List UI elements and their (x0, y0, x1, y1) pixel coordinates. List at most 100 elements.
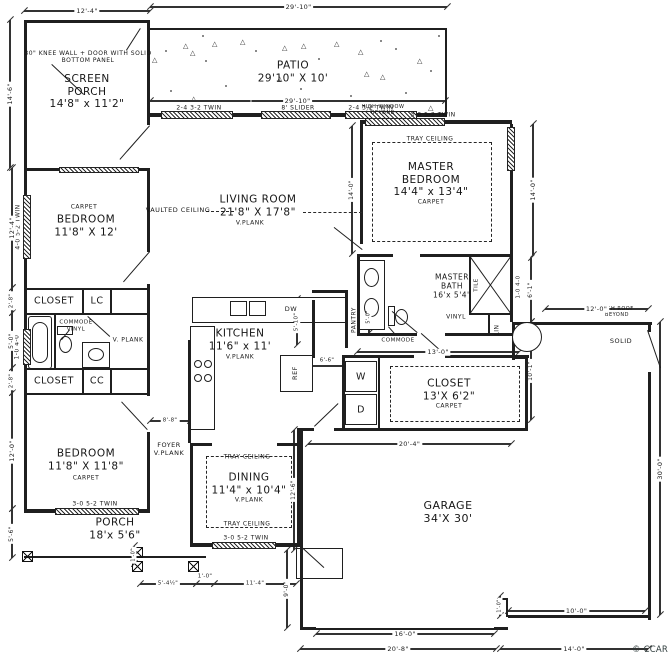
dimension-label: 12'-4" (74, 6, 100, 15)
patio-texture-triangle: △ (417, 57, 423, 65)
floor-master-closet: CARPET (435, 402, 463, 410)
wall (277, 443, 299, 446)
dimension-label: 20'-8" (385, 644, 411, 653)
patio-texture-triangle: △ (428, 104, 434, 112)
room-closet-cc: CC (89, 375, 105, 387)
kitchen-counter (192, 297, 346, 323)
master-toilet-tank (388, 306, 395, 326)
wall (510, 170, 513, 322)
wall (300, 428, 314, 431)
patio-texture-triangle: △ (212, 40, 218, 48)
patio-texture-dot (250, 100, 252, 102)
wall (147, 20, 150, 125)
wall (342, 355, 414, 358)
window (345, 111, 417, 119)
dimension-line (196, 583, 214, 585)
refrigerator (280, 355, 313, 392)
range-burner (194, 360, 202, 368)
patio-texture-dot (380, 40, 382, 42)
wall (147, 168, 150, 252)
wall (24, 20, 150, 23)
wall (24, 393, 150, 395)
note-commode-master-bath: COMMODE (381, 337, 415, 344)
wall (24, 368, 150, 370)
wall (420, 254, 512, 257)
dimension-label: 6'-6" (317, 357, 337, 364)
patio-texture-dot (165, 50, 167, 52)
patio-texture-dot (430, 70, 432, 72)
dimension-tick (507, 440, 515, 448)
wall (345, 290, 348, 348)
patio-texture-dot (350, 95, 352, 97)
dimension-tick (644, 305, 652, 313)
window (365, 118, 445, 126)
wall (510, 124, 513, 130)
copyright-watermark: © CCAR (632, 645, 668, 655)
patio-texture-dot (205, 60, 207, 62)
wall (300, 428, 303, 630)
wall (360, 124, 363, 244)
dimension-label: 20'-4" (396, 439, 423, 448)
floor-living: V.PLANK (235, 219, 265, 227)
wall (500, 598, 508, 600)
dimension-label: 14'-0" (348, 178, 355, 202)
wall (82, 288, 84, 315)
dimension-tick (656, 611, 664, 619)
window (23, 195, 31, 259)
dimension-label: 5'-4½" (155, 580, 181, 587)
toilet-bowl (59, 336, 72, 353)
wall (110, 288, 112, 315)
wall (147, 28, 447, 30)
wall (648, 322, 651, 332)
washer-box (345, 361, 377, 392)
patio-texture-dot (225, 85, 227, 87)
fixture-label-ref: REF (291, 366, 300, 380)
window (55, 508, 139, 515)
dryer-box (345, 394, 377, 425)
window (59, 167, 139, 173)
floor-master-bath: VINYL (446, 313, 466, 321)
patio-texture-dot (438, 35, 440, 37)
window (212, 542, 276, 549)
floor-bedroom2: CARPET (72, 474, 100, 482)
dimension-tick (490, 630, 498, 638)
wall (512, 322, 652, 325)
closet-shelf-outline (390, 366, 520, 422)
door-swing (123, 251, 150, 282)
dimension-label: 6'-1" (527, 280, 534, 300)
door-swing (121, 401, 148, 430)
note-tray-master: TRAY CEILING (406, 135, 454, 143)
floor-kitchen: V.PLANK (225, 353, 255, 361)
wall (147, 432, 150, 512)
patio-texture-triangle: △ (334, 40, 340, 48)
wall (357, 333, 417, 336)
patio-texture-triangle: △ (366, 105, 372, 113)
porch-post (22, 551, 33, 562)
wall (82, 368, 84, 395)
note-vaulted-ceiling: VAULTED CEILING (145, 206, 211, 215)
dimension-label: 14'-0" (561, 644, 587, 653)
dimension-label: 5'-6" (8, 523, 15, 544)
dimension-label: 12'-0" (583, 304, 610, 313)
dimension-label: 29'-10" (283, 2, 314, 11)
wall (147, 284, 150, 396)
wall (312, 290, 348, 293)
door-swing (119, 125, 150, 160)
wall (342, 355, 345, 431)
wall (508, 615, 651, 618)
master-bath-sink (364, 298, 379, 317)
dimension-tick (293, 341, 301, 349)
dimension-label: 30'-0" (655, 455, 664, 482)
dimension-tick (292, 580, 300, 588)
floor-hall: V. PLANK (112, 336, 144, 344)
dimension-label: 12'-0" (7, 438, 16, 464)
